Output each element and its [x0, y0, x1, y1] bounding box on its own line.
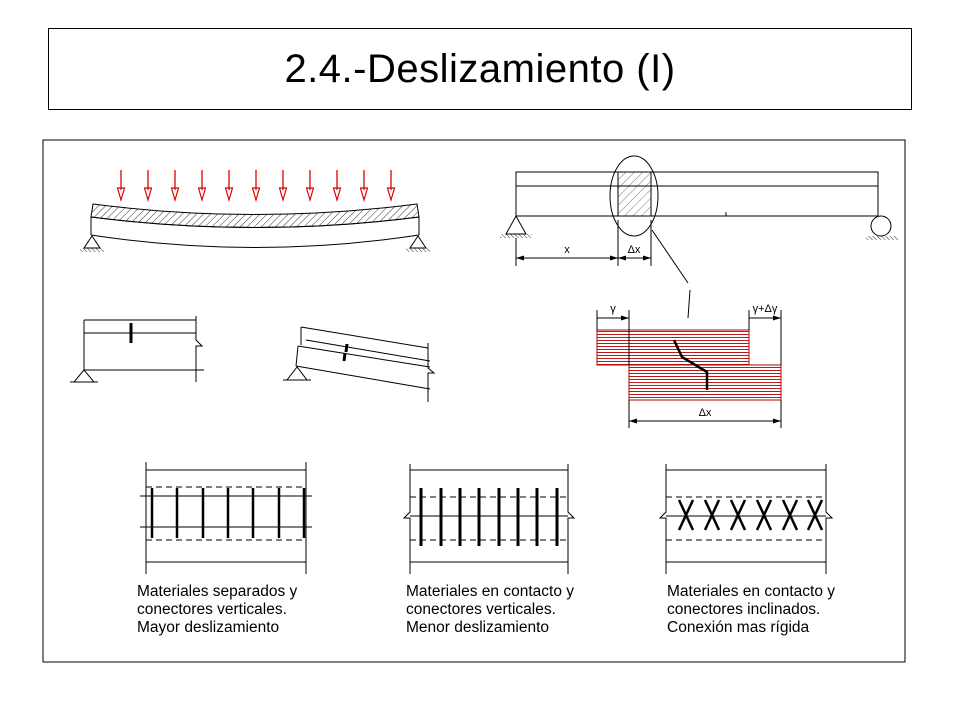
panel-contact-vertical [402, 464, 576, 574]
support-left-icon [80, 235, 104, 252]
support-right-icon [406, 235, 430, 252]
load-arrowhead-icon [305, 187, 315, 203]
loaded-beam [90, 203, 420, 248]
segment-deformed [295, 326, 436, 402]
roller-support-icon [866, 215, 898, 240]
inclined-connector [755, 499, 773, 531]
load-arrowhead-icon [332, 187, 342, 203]
panel-contact-inclined [658, 464, 834, 574]
caption-1: Materiales separados y conectores vertic… [137, 583, 297, 636]
dimension-dx-label: Δx [628, 244, 641, 256]
load-arrowhead-icon [170, 187, 180, 203]
detail-leader [651, 229, 691, 319]
caption-3-line-2: conectores inclinados. [667, 601, 820, 618]
inclined-connector [729, 499, 747, 531]
pin-support-icon [500, 214, 532, 238]
load-arrowhead-icon [359, 187, 369, 203]
segment-undeformed [83, 316, 204, 382]
caption-2: Materiales en contacto y conectores vert… [406, 583, 574, 636]
inclined-connector [781, 499, 799, 531]
inclined-connector [806, 499, 824, 531]
caption-3-line-1: Materiales en contacto y [667, 583, 835, 600]
dimension-x: x Δx [515, 220, 652, 266]
gamma-label: γ [610, 303, 616, 315]
segment-support-icon [70, 369, 98, 383]
load-arrowhead-icon [224, 187, 234, 203]
load-arrowhead-icon [278, 187, 288, 203]
caption-1-line-2: conectores verticales. [137, 601, 287, 618]
diagram-frame [42, 139, 906, 663]
load-arrowhead-icon [197, 187, 207, 203]
slide-title: 2.4.-Deslizamiento (I) [284, 46, 676, 91]
load-arrows [116, 170, 396, 203]
panel-separated-vertical [140, 462, 312, 574]
dimension-x-label: x [564, 244, 570, 256]
caption-2-line-2: conectores verticales. [406, 601, 556, 618]
load-arrowhead-icon [386, 187, 396, 203]
title-box: 2.4.-Deslizamiento (I) [48, 28, 912, 110]
load-arrowhead-icon [251, 187, 261, 203]
caption-2-line-1: Materiales en contacto y [406, 583, 574, 600]
inclined-connector [703, 499, 721, 531]
caption-2-line-3: Menor deslizamiento [406, 619, 549, 636]
caption-3: Materiales en contacto y conectores incl… [667, 583, 835, 636]
deformed-support-icon [283, 366, 311, 381]
caption-1-line-3: Mayor deslizamiento [137, 619, 279, 636]
load-arrowhead-icon [143, 187, 153, 203]
detail-dx-label: Δx [699, 407, 712, 419]
inclined-connector [677, 499, 695, 531]
layer-detail: γ γ+Δγ Δx [596, 303, 782, 428]
caption-1-line-1: Materiales separados y [137, 583, 297, 600]
load-arrowhead-icon [116, 187, 126, 203]
gamma-delta-label: γ+Δγ [753, 303, 778, 315]
slip-beam [515, 155, 879, 237]
caption-3-line-3: Conexión mas rígida [667, 619, 810, 636]
